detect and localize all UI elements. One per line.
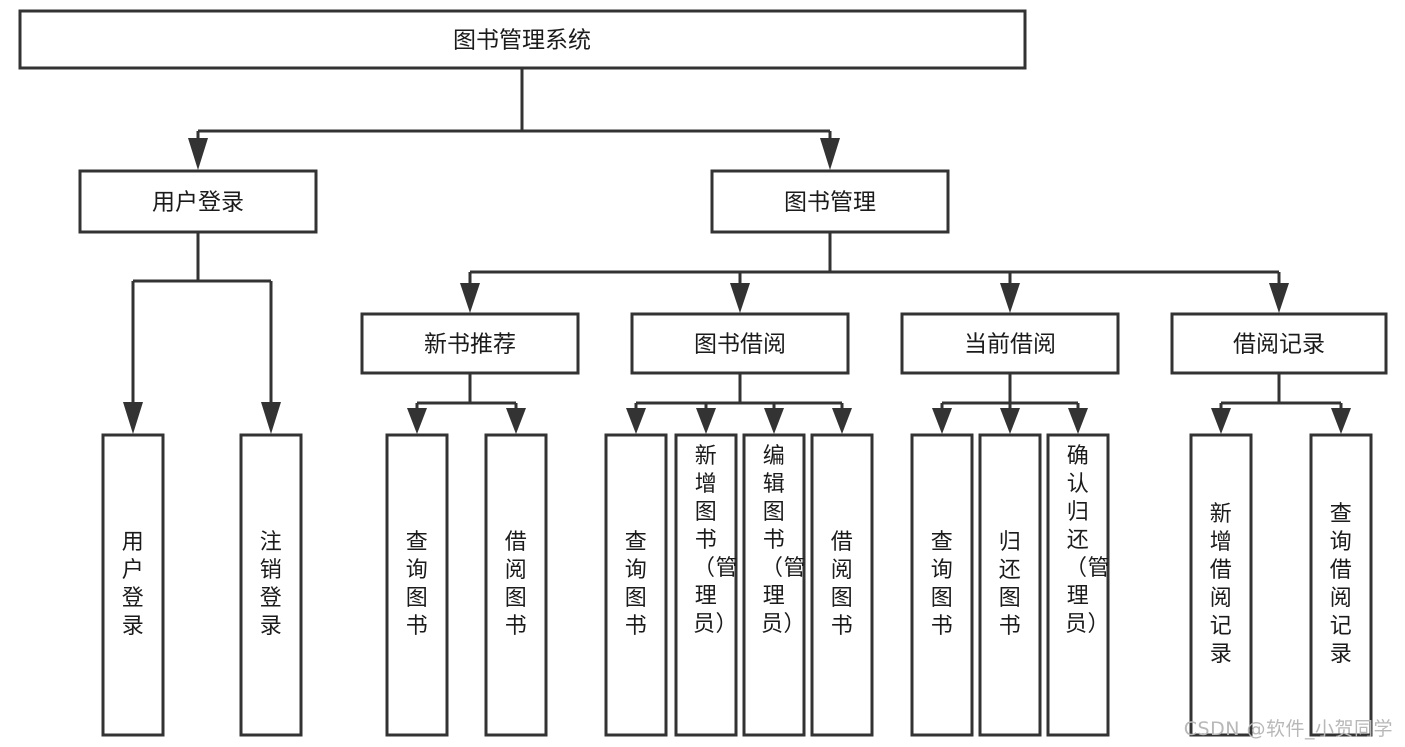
arrow-head-leaf-logout bbox=[261, 402, 281, 434]
arrow-head-leaf-borrow-book bbox=[832, 408, 852, 434]
arrow-head-leaf-edit-book bbox=[764, 408, 784, 434]
arrow-head-leaf-confirm-return bbox=[1068, 408, 1088, 434]
node-user-login[interactable]: 用户登录 bbox=[78, 169, 318, 234]
node-borrow-record-box[interactable] bbox=[1170, 312, 1388, 375]
connector-group-current-borrow bbox=[932, 373, 1088, 434]
arrow-head-borrow-record bbox=[1269, 283, 1289, 313]
arrow-head-book-manage bbox=[820, 138, 840, 170]
leaf-borrow-book-rec-box[interactable] bbox=[484, 433, 548, 737]
node-current-borrow-box[interactable] bbox=[900, 312, 1120, 375]
node-user-login-label: 用户登录 bbox=[152, 190, 244, 216]
connector-group-book-manage bbox=[460, 232, 1289, 313]
leaf-return-book-box[interactable] bbox=[978, 433, 1042, 737]
leaf-boxes bbox=[101, 433, 1373, 737]
arrow-head-leaf-query-book-borrow bbox=[626, 408, 646, 434]
node-new-book-rec[interactable]: 新书推荐 bbox=[360, 312, 580, 375]
arrow-head-user-login bbox=[188, 138, 208, 170]
node-book-borrow[interactable]: 图书借阅 bbox=[630, 312, 850, 375]
arrow-head-current-borrow bbox=[1000, 283, 1020, 313]
leaf-borrow-book-box[interactable] bbox=[810, 433, 874, 737]
connector-group-new-book-rec bbox=[407, 373, 526, 434]
node-user-login-box[interactable] bbox=[78, 169, 318, 234]
arrow-head-leaf-add-book bbox=[696, 408, 716, 434]
node-new-book-rec-box[interactable] bbox=[360, 312, 580, 375]
leaf-confirm-return-box[interactable] bbox=[1046, 433, 1110, 737]
connector-group-root bbox=[188, 69, 840, 170]
leaf-query-book-rec-box[interactable] bbox=[385, 433, 449, 737]
node-book-manage-label: 图书管理 bbox=[784, 190, 876, 216]
leaf-add-book-box[interactable] bbox=[674, 433, 738, 737]
leaf-user-login-box[interactable] bbox=[101, 433, 165, 737]
leaf-query-book-borrow-box[interactable] bbox=[604, 433, 668, 737]
connector-group-book-borrow bbox=[626, 373, 852, 434]
node-book-borrow-box[interactable] bbox=[630, 312, 850, 375]
arrow-head-leaf-user-login bbox=[123, 402, 143, 434]
arrow-head-book-borrow bbox=[730, 283, 750, 313]
node-borrow-record[interactable]: 借阅记录 bbox=[1170, 312, 1388, 375]
node-current-borrow[interactable]: 当前借阅 bbox=[900, 312, 1120, 375]
leaf-add-record-box[interactable] bbox=[1189, 433, 1253, 737]
arrow-head-leaf-return-book bbox=[1000, 408, 1020, 434]
node-current-borrow-label: 当前借阅 bbox=[964, 332, 1056, 358]
node-root[interactable]: 图书管理系统 bbox=[18, 9, 1027, 70]
csdn-watermark: CSDN @软件_小贺同学 bbox=[1183, 718, 1393, 740]
leaf-query-record-box[interactable] bbox=[1309, 433, 1373, 737]
leaf-query-book-current-box[interactable] bbox=[910, 433, 974, 737]
node-new-book-rec-label: 新书推荐 bbox=[424, 332, 516, 358]
arrow-head-leaf-query-book-rec bbox=[407, 408, 427, 434]
arrow-head-leaf-query-book-current bbox=[932, 408, 952, 434]
node-book-manage-box[interactable] bbox=[710, 169, 950, 234]
connector-group-user-login bbox=[123, 232, 281, 434]
leaf-logout-box[interactable] bbox=[239, 433, 303, 737]
arrow-head-leaf-query-record bbox=[1331, 408, 1351, 434]
connector-group-borrow-record bbox=[1211, 373, 1351, 434]
arrow-head-leaf-borrow-book-rec bbox=[506, 408, 526, 434]
node-book-borrow-label: 图书借阅 bbox=[694, 332, 786, 358]
arrow-head-leaf-add-record bbox=[1211, 408, 1231, 434]
node-root-label: 图书管理系统 bbox=[453, 28, 591, 54]
arrow-head-new-book-rec bbox=[460, 283, 480, 313]
leaf-edit-book-box[interactable] bbox=[742, 433, 806, 737]
node-root-box[interactable] bbox=[18, 9, 1027, 70]
node-book-manage[interactable]: 图书管理 bbox=[710, 169, 950, 234]
node-borrow-record-label: 借阅记录 bbox=[1233, 332, 1325, 358]
